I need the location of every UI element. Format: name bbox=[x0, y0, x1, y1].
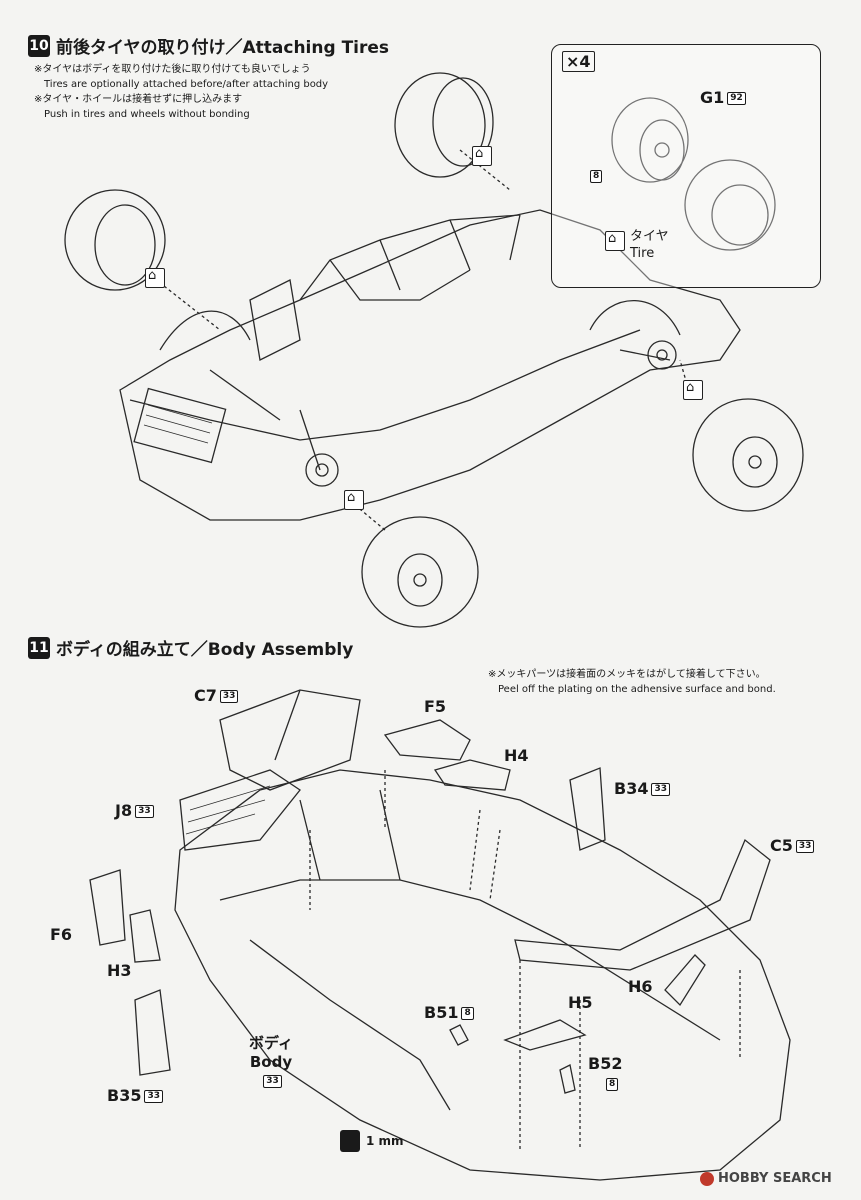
body-label-en: Body bbox=[249, 1053, 293, 1071]
body-label-jp: ボディ bbox=[249, 1034, 293, 1052]
part-label-b52: B52 bbox=[588, 1054, 623, 1073]
glue-free-icon bbox=[683, 380, 703, 400]
inset-tire-jp: タイヤ bbox=[630, 229, 669, 244]
hobby-search-logo-icon bbox=[700, 1171, 714, 1186]
step10-number: 10 bbox=[28, 34, 50, 57]
step10-note-4: Push in tires and wheels without bonding bbox=[44, 109, 250, 120]
inset-tire-en: Tire bbox=[630, 246, 655, 261]
part-label-h4: H4 bbox=[504, 746, 529, 765]
inset-tire-label: タイヤ Tire bbox=[630, 228, 669, 262]
inset-side-badge: 8 bbox=[587, 166, 603, 185]
glue-free-icon bbox=[344, 490, 364, 510]
step10-note-1: ※タイヤはボディを取り付けた後に取り付けても良いでしょう bbox=[34, 64, 311, 75]
step10-note-3: ※タイヤ・ホイールは接着せずに押し込みます bbox=[34, 94, 243, 105]
glue-free-icon bbox=[145, 268, 165, 288]
inset-multiplier: ×4 bbox=[562, 51, 595, 72]
step11-number: 11 bbox=[28, 636, 50, 659]
glue-free-icon bbox=[605, 231, 625, 251]
step10-notes: ※タイヤはボディを取り付けた後に取り付けても良いでしょう Tires are o… bbox=[34, 62, 328, 122]
glue-free-icon bbox=[472, 146, 492, 166]
part-badge-b52: 8 bbox=[603, 1074, 619, 1093]
tire-inset-box bbox=[551, 44, 821, 288]
step11-note-2: Peel off the plating on the adhensive su… bbox=[498, 684, 776, 695]
part-label-h5: H5 bbox=[568, 993, 593, 1012]
watermark: HOBBY SEARCH bbox=[700, 1171, 832, 1186]
inset-part-badge: 92 bbox=[727, 92, 746, 105]
part-label-h6: H6 bbox=[628, 977, 653, 996]
step11-title-text: ボディの組み立て／Body Assembly bbox=[56, 640, 354, 660]
part-label-f6: F6 bbox=[50, 925, 73, 944]
step10-drawing bbox=[64, 72, 804, 628]
step10-note-2: Tires are optionally attached before/aft… bbox=[44, 79, 329, 90]
part-label-h3: H3 bbox=[107, 961, 132, 980]
drill-icon bbox=[340, 1130, 360, 1152]
watermark-text: HOBBY SEARCH bbox=[718, 1171, 832, 1186]
step11-title: 11 ボディの組み立て／Body Assembly bbox=[28, 635, 353, 660]
part-label-f5: F5 bbox=[424, 697, 447, 716]
body-badge: 33 bbox=[263, 1075, 282, 1088]
step11-note-1: ※メッキパーツは接着面のメッキをはがして接着して下さい。 bbox=[488, 669, 766, 680]
body-label: ボディ Body 33 bbox=[245, 1032, 297, 1090]
step10-title: 10 前後タイヤの取り付け／Attaching Tires bbox=[28, 33, 389, 58]
step10-title-text: 前後タイヤの取り付け／Attaching Tires bbox=[56, 38, 390, 58]
drill-size: 1 mm bbox=[366, 1134, 404, 1148]
step11-notes: ※メッキパーツは接着面のメッキをはがして接着して下さい。 Peel off th… bbox=[488, 667, 776, 697]
